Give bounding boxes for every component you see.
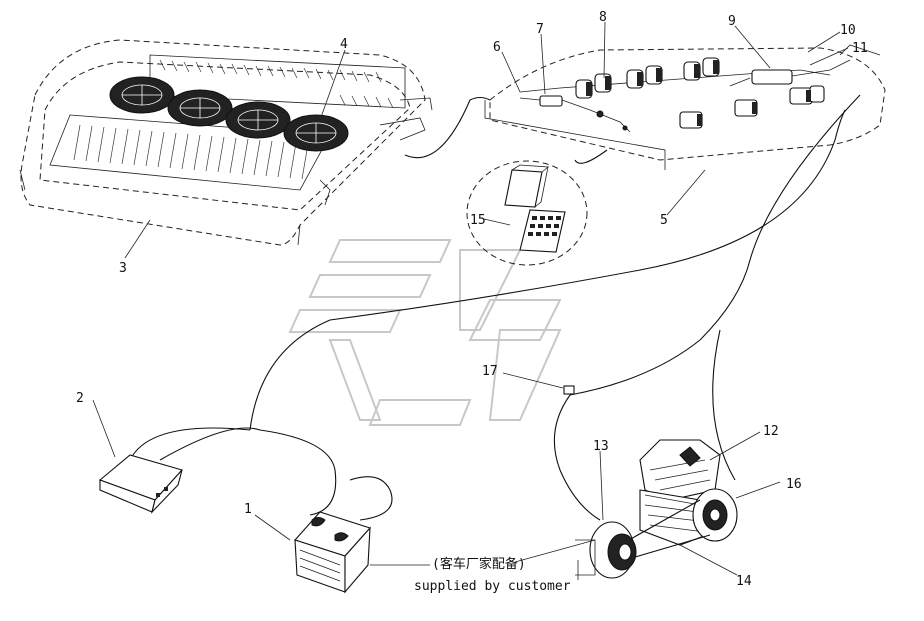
evaporator-control-box bbox=[751, 69, 793, 85]
callout-8: 8 bbox=[599, 10, 607, 25]
callout-14: 14 bbox=[736, 574, 752, 589]
callout-10: 10 bbox=[840, 23, 856, 38]
callout-13: 13 bbox=[593, 439, 609, 454]
note-chinese: (客车厂家配备) bbox=[432, 556, 526, 572]
evaporator-unit bbox=[484, 44, 886, 170]
watermark-logo bbox=[288, 239, 562, 426]
callout-9: 9 bbox=[728, 14, 736, 29]
callout-numbers: 1 2 3 4 5 6 7 8 9 10 11 12 13 14 15 16 1… bbox=[76, 10, 868, 589]
callout-4: 4 bbox=[340, 37, 348, 52]
control-box bbox=[98, 454, 183, 514]
callout-17: 17 bbox=[482, 364, 498, 379]
pressure-switch bbox=[563, 385, 575, 395]
callout-7: 7 bbox=[536, 22, 544, 37]
callout-1: 1 bbox=[244, 502, 252, 517]
callout-11: 11 bbox=[852, 41, 868, 56]
callout-6: 6 bbox=[493, 40, 501, 55]
callout-12: 12 bbox=[763, 424, 779, 439]
callout-3: 3 bbox=[119, 261, 127, 276]
wiring-harness bbox=[129, 94, 861, 521]
drive-belt bbox=[619, 499, 711, 561]
condenser-fans bbox=[109, 76, 349, 152]
compressor-assembly bbox=[575, 439, 738, 580]
callout-2: 2 bbox=[76, 391, 84, 406]
callout-5: 5 bbox=[660, 213, 668, 228]
callout-16: 16 bbox=[786, 477, 802, 492]
condenser-unit bbox=[19, 39, 433, 246]
evaporator-blowers bbox=[575, 57, 720, 99]
electrical-module-inset bbox=[466, 160, 588, 266]
note-english: supplied by customer bbox=[414, 579, 571, 594]
expansion-valve bbox=[539, 95, 563, 107]
leader-lines bbox=[92, 21, 849, 576]
battery bbox=[294, 511, 371, 594]
condenser-grille bbox=[73, 59, 394, 180]
callout-15: 15 bbox=[470, 213, 486, 228]
